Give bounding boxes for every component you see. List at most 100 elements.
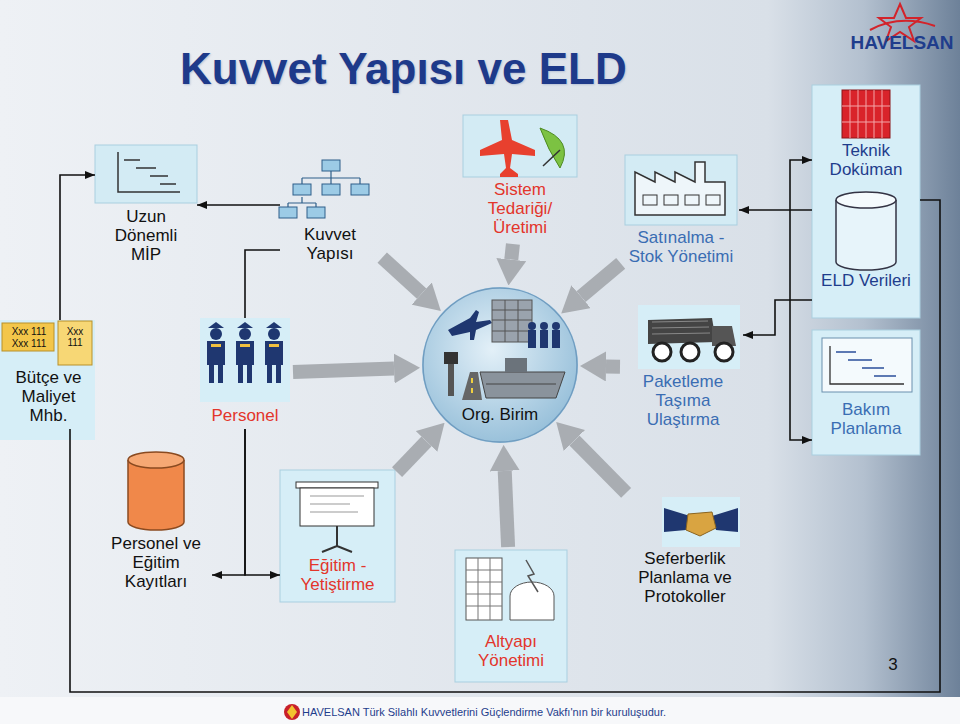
org-chart-icon	[322, 160, 340, 171]
unit-circle-art	[448, 310, 492, 340]
aircraft-radar-icon	[540, 128, 565, 168]
budget-figure	[2, 323, 54, 351]
unit-circle-art	[552, 322, 560, 330]
soldiers-icon	[211, 344, 279, 347]
document-panel-art	[842, 90, 890, 138]
maintenance-chart-icon	[836, 352, 896, 376]
infrastructure-box: Altyapı Yönetimi	[455, 550, 567, 674]
plan-chart-icon	[124, 160, 176, 184]
circle-outline	[423, 288, 577, 442]
soldiers-icon	[238, 365, 243, 383]
truck-icon	[648, 318, 716, 344]
factory-icon	[685, 195, 699, 205]
soldiers-icon	[236, 341, 254, 365]
building-icon	[466, 558, 502, 620]
factory-icon	[664, 195, 678, 205]
building-icon	[455, 550, 567, 682]
truck-icon	[715, 343, 733, 361]
flow-line	[739, 209, 812, 211]
document-panel-art	[842, 90, 890, 138]
logo-symbol	[870, 21, 935, 30]
maintenance-chart-icon	[830, 346, 904, 384]
truck-icon	[681, 343, 699, 361]
transport-box: Paketleme Taşıma Ulaştırma	[623, 302, 743, 433]
flow-line	[212, 429, 245, 575]
personnel-box: Personel	[200, 318, 290, 429]
truck-icon	[638, 305, 740, 369]
plan-chart-icon	[95, 145, 197, 203]
node-label: Personel ve Eğitim Kayıtları	[104, 534, 208, 591]
soldiers-icon	[269, 344, 279, 347]
node-label: Paketleme Taşıma Ulaştırma	[627, 372, 739, 429]
unit-circle: Org. Birim	[422, 287, 578, 443]
soldiers-icon	[209, 365, 214, 383]
node-label: Bütçe ve Maliyet Mhb.	[6, 368, 91, 425]
building-icon	[526, 560, 538, 592]
soldiers-icon	[200, 318, 290, 402]
procurement-box: Sistem Tedariği/ Üretimi	[463, 115, 577, 241]
org-chart-icon	[322, 184, 340, 195]
converging-arrow	[574, 440, 626, 492]
soldiers-icon	[200, 318, 290, 402]
records-box: Personel ve Eğitim Kayıtları	[100, 450, 212, 595]
unit-circle-art	[492, 300, 532, 342]
logo-text: HAVELSAN	[846, 33, 958, 54]
records-cylinder	[128, 452, 184, 468]
converging-arrow	[581, 263, 621, 296]
soldiers-icon	[207, 322, 283, 383]
plan-chart-icon	[118, 152, 180, 192]
org-chart-icon	[293, 184, 311, 195]
unit-circle-art	[422, 287, 578, 443]
handshake-icon	[662, 497, 740, 547]
node-label: Seferberlik Planlama ve Protokoller	[609, 549, 761, 606]
maintenance-chart-icon	[822, 338, 912, 392]
handshake-icon	[662, 497, 740, 547]
plan-chart-icon	[95, 145, 197, 203]
node-label: Org. Birim	[426, 405, 574, 424]
factory-icon	[706, 195, 720, 205]
unit-circle-art	[486, 384, 556, 385]
soldiers-icon	[265, 341, 283, 365]
page-number: 3	[880, 656, 906, 675]
flow-line	[60, 175, 95, 320]
soldiers-icon	[208, 322, 224, 328]
factory-icon	[635, 162, 725, 215]
document-panel-art	[836, 192, 896, 208]
soldiers-icon	[240, 344, 250, 347]
maintenance-box: Bakım Planlama	[812, 330, 920, 442]
budget-figure	[58, 321, 92, 365]
footer-emblem	[284, 704, 300, 720]
converging-arrow	[382, 258, 421, 294]
maintenance-chart-icon	[812, 330, 920, 455]
maintenance-chart-icon	[812, 330, 920, 455]
converging-arrow	[505, 471, 508, 547]
org-chart-icon	[351, 184, 369, 195]
projector-icon	[310, 496, 364, 512]
figure-cell: Xxx 111	[61, 326, 89, 348]
records-cylinder	[128, 460, 184, 530]
unit-circle-art	[492, 300, 532, 342]
soldiers-icon	[276, 365, 281, 383]
soldiers-icon	[210, 328, 222, 340]
unit-circle-art	[528, 322, 560, 348]
node-label: Altyapı Yönetimi	[459, 632, 563, 670]
soldiers-icon	[266, 322, 282, 328]
soldiers-icon	[239, 328, 251, 340]
handshake-icon	[686, 512, 716, 536]
flow-line	[245, 429, 280, 575]
node-label: Teknik Doküman	[816, 141, 916, 179]
unit-circle-art	[480, 372, 565, 398]
org-chart-icon	[279, 207, 297, 218]
node-label: Uzun Dönemli MİP	[99, 207, 193, 264]
node-label: Personel	[204, 406, 286, 425]
unit-circle-art	[444, 352, 458, 364]
building-icon	[510, 582, 554, 620]
budget-box: Bütçe ve Maliyet Mhb.	[2, 320, 95, 429]
unit-circle-art	[422, 287, 578, 443]
truck-icon	[638, 305, 740, 369]
soldiers-icon	[211, 344, 221, 347]
records-cylinder	[128, 452, 184, 530]
